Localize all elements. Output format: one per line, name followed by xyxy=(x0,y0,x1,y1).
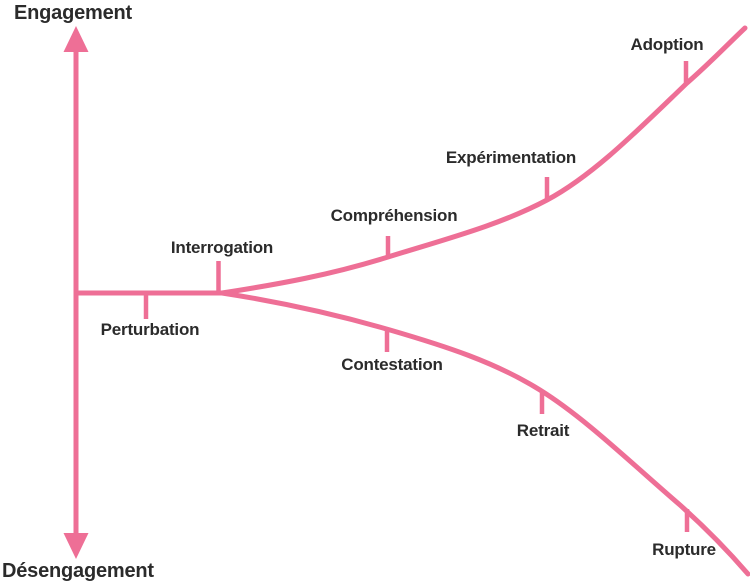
stage-label-experimentation: Expérimentation xyxy=(445,148,577,167)
lower-disengagement-curve xyxy=(219,290,750,577)
stage-label-retrait: Retrait xyxy=(516,421,570,440)
axis-label-desengagement: Désengagement xyxy=(2,560,154,582)
upper-engagement-curve xyxy=(219,25,748,296)
stage-label-rupture: Rupture xyxy=(652,540,716,559)
axis-label-engagement: Engagement xyxy=(14,2,133,24)
stage-label-comprehension: Compréhension xyxy=(330,206,458,225)
stage-label-contestation: Contestation xyxy=(341,355,443,374)
arrow-up-icon xyxy=(63,26,89,52)
stage-label-perturbation: Perturbation xyxy=(100,320,200,339)
stage-label-interrogation: Interrogation xyxy=(170,238,274,257)
stage-label-adoption: Adoption xyxy=(630,35,704,54)
arrow-down-icon xyxy=(63,533,89,559)
